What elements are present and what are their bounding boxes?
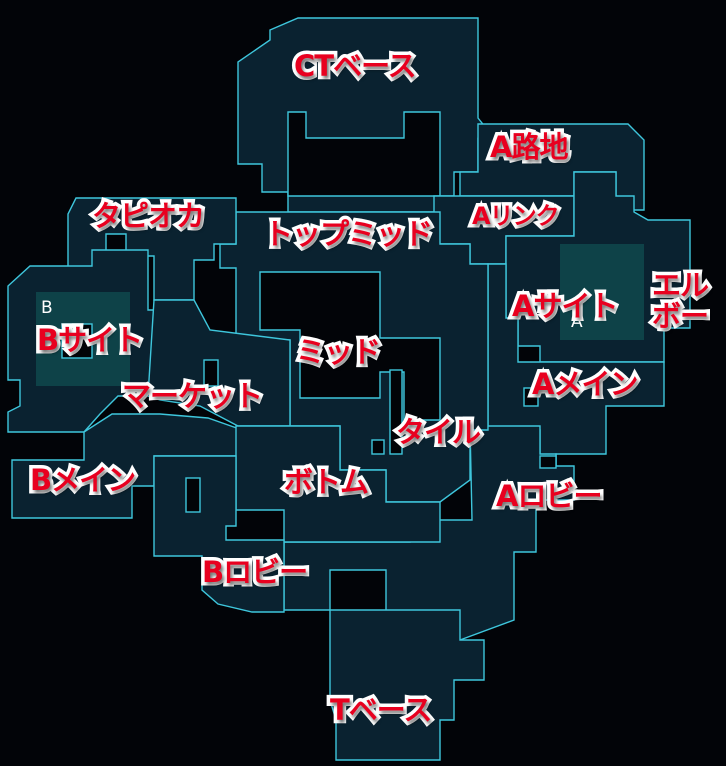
callout-a-alley: A路地: [486, 129, 572, 165]
callout-a-link: Aリンク: [469, 201, 564, 232]
callout-a-main: Aメイン: [528, 366, 641, 402]
b-site-marker: B: [41, 298, 53, 318]
callout-mid: ミッド: [292, 334, 384, 370]
b-lobby-pillar: [185, 477, 201, 513]
callout-market: マーケット: [118, 378, 266, 414]
callout-elbow-line1: エル: [648, 266, 712, 305]
mid-inner-wall: [259, 271, 441, 421]
market-box: [203, 359, 219, 387]
ct-inner-wall: [287, 111, 441, 197]
callout-tapioca: タピオカ: [88, 198, 208, 234]
mid-box: [371, 439, 385, 455]
callout-tile: タイル: [392, 414, 484, 450]
callout-b-site: Bサイト: [33, 322, 146, 358]
callout-a-lobby: Aロビー: [492, 478, 605, 514]
callout-top-mid: トップミッド: [260, 216, 436, 252]
callout-t-base: Tベース: [326, 692, 435, 728]
callout-a-site: Aサイト: [508, 288, 621, 324]
a-site-zone: [560, 244, 644, 340]
bottom-area: [235, 425, 441, 543]
t-base-area: [329, 609, 485, 761]
a-main-box: [523, 387, 539, 407]
callout-ct-base: CTベース: [291, 48, 421, 84]
callout-elbow-line2: ボー: [648, 297, 712, 336]
tile-pillar: [389, 369, 403, 455]
a-site-marker: A: [571, 312, 583, 332]
callout-elbow: エル ボー: [648, 266, 712, 336]
b-site-box: [61, 323, 93, 359]
callout-b-lobby: Bロビー: [198, 554, 311, 590]
callout-b-main: Bメイン: [26, 462, 139, 498]
callout-bottom: ボトム: [280, 464, 372, 500]
a-lobby-box: [539, 455, 557, 469]
